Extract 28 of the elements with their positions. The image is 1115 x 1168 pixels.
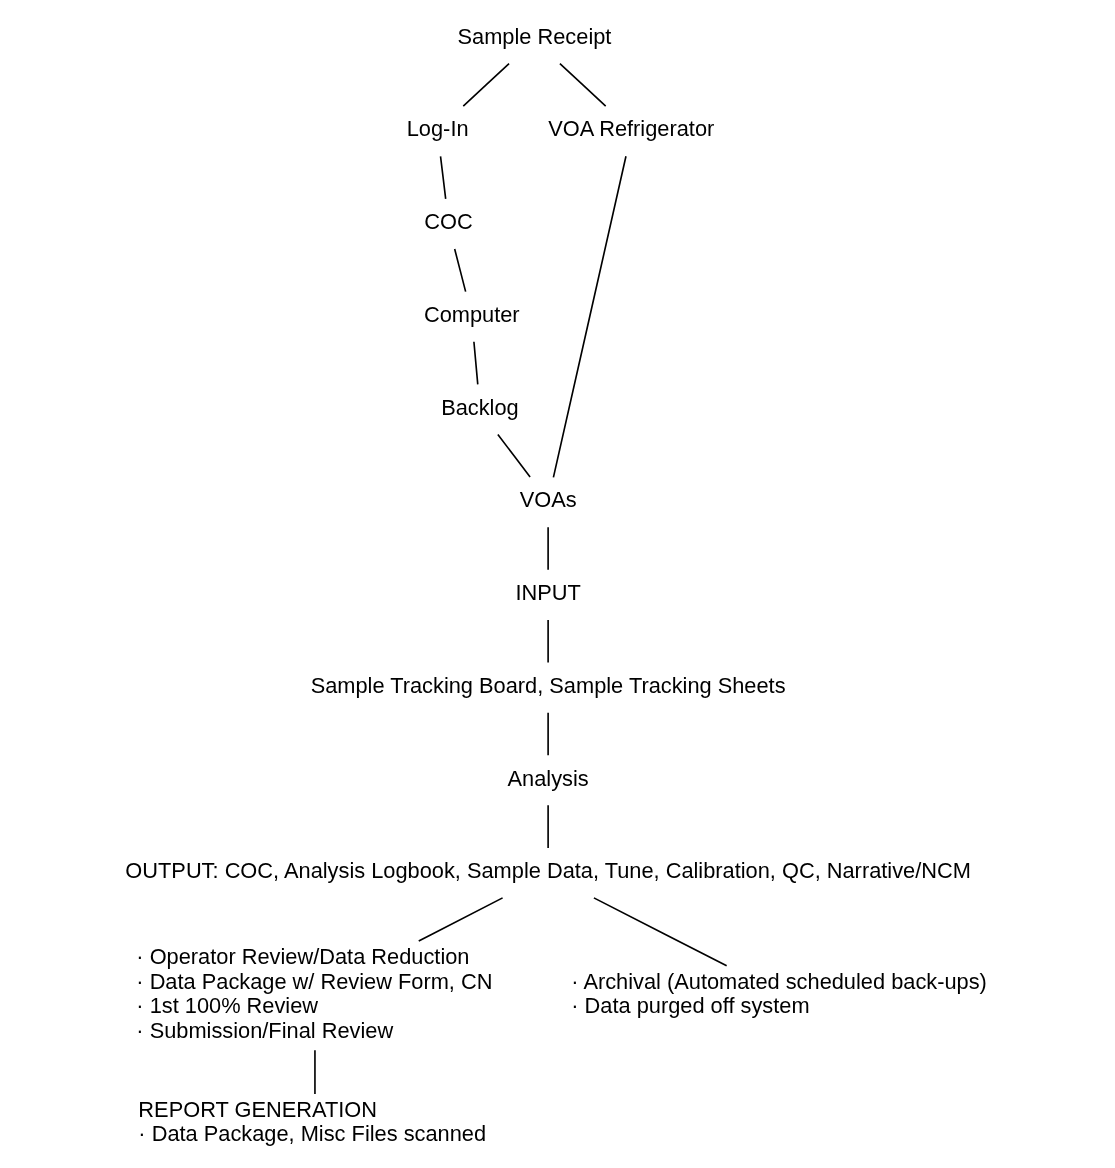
connector	[546, 711, 549, 757]
node-text: Sample Tracking Board, Sample Tracking Sheets	[310, 672, 786, 698]
node-text: Sample Receipt	[457, 23, 611, 49]
node-text: Computer	[423, 301, 520, 327]
connector	[546, 619, 549, 664]
connector	[472, 340, 479, 386]
connector	[558, 62, 606, 107]
node-text: REPORT GENERATION · Data Package, Misc Files scanned	[137, 1096, 486, 1147]
node-text: Log-In	[406, 116, 469, 142]
connector	[313, 1049, 316, 1095]
connector	[453, 248, 466, 293]
node-text: OUTPUT: COC, Analysis Logbook, Sample Data, Tune, Calibration, QC, Narrative/NCM	[124, 858, 971, 884]
connector	[546, 526, 549, 571]
node-text: Analysis	[507, 765, 589, 791]
node-text: · Archival (Automated scheduled back-ups) · Data purged off system	[570, 968, 987, 1019]
node-text: VOA Refrigerator	[547, 116, 714, 142]
connector	[552, 155, 627, 479]
connector	[461, 62, 510, 107]
connector	[439, 155, 446, 200]
node-text: COC	[423, 209, 473, 235]
node-text: VOAs	[519, 487, 577, 513]
node-text: Backlog	[440, 394, 519, 420]
connector	[592, 897, 727, 967]
connector	[546, 804, 549, 849]
connector	[496, 433, 531, 478]
node-text: INPUT	[514, 580, 581, 606]
connector	[417, 897, 503, 942]
node-text: · Operator Review/Data Reduction · Data Package w/ Review Form, CN · 1st 100% Review · Submission/Final Review	[135, 944, 492, 1043]
